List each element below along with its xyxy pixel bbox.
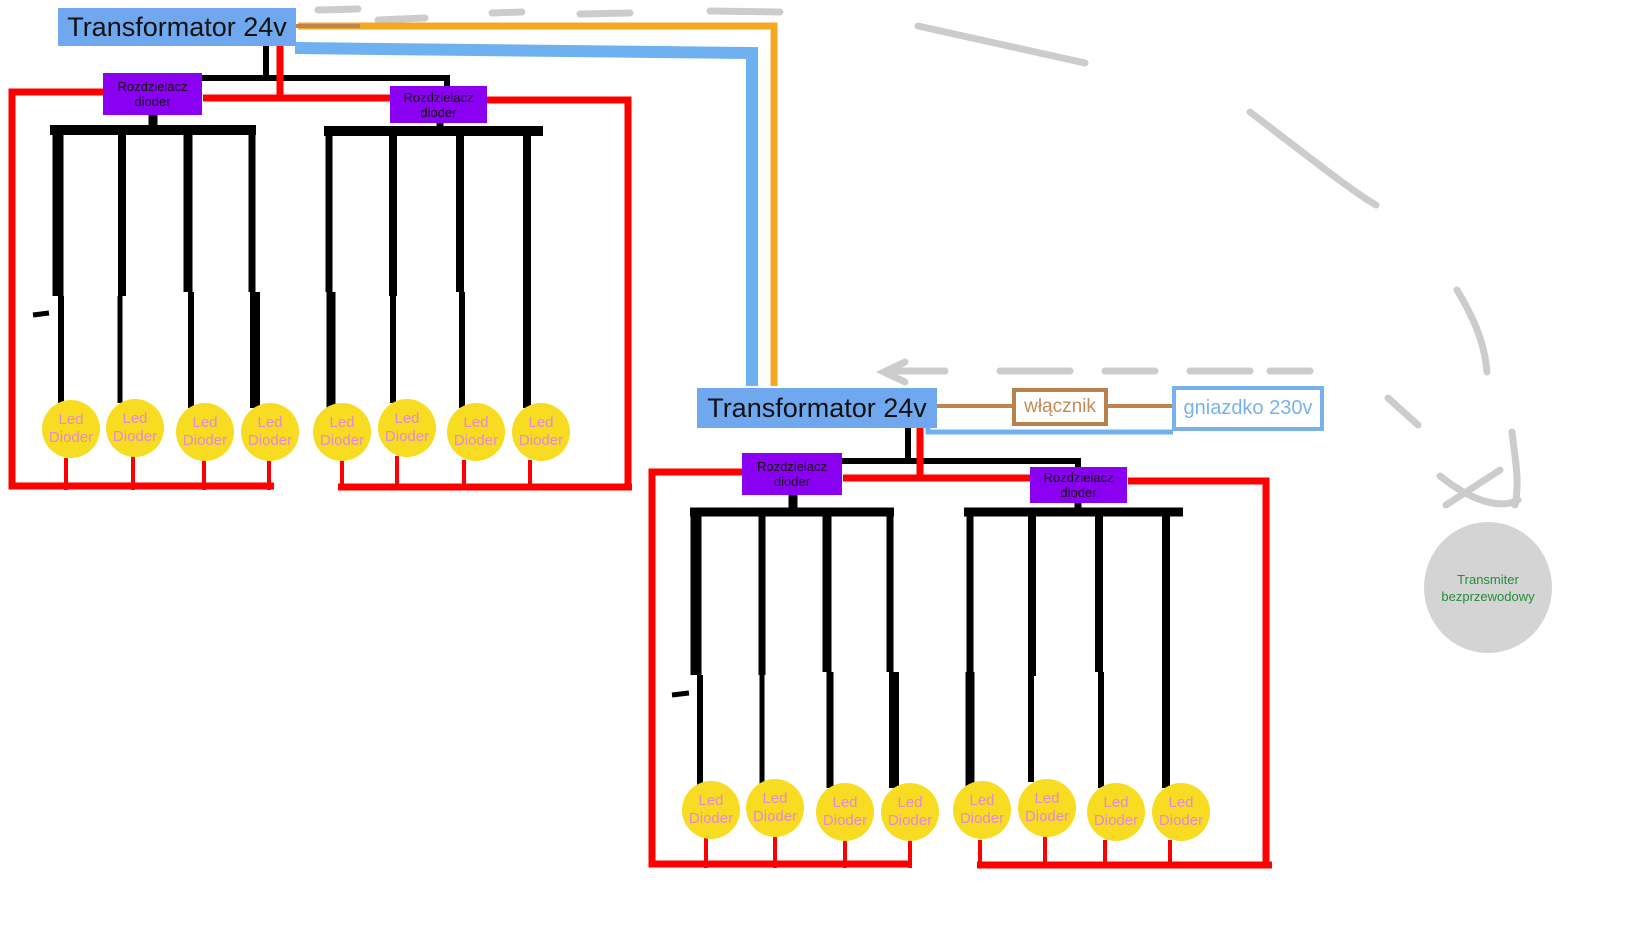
transformer-bottom: Transformator 24v: [697, 388, 937, 428]
led-bottom-6: Led Dioder: [1018, 779, 1076, 837]
bottom-negative-wiring: [671, 428, 1183, 788]
led-top-6: Led Dioder: [378, 399, 436, 457]
led-bottom-8: Led Dioder: [1152, 783, 1210, 841]
splitter-bottom-right: Rozdzielacz dioder: [1030, 467, 1127, 503]
splitter-bottom-left: Rozdzielacz dioder: [742, 453, 842, 495]
led-bottom-4: Led Dioder: [881, 783, 939, 841]
splitter-top-left: Rozdzielacz dioder: [103, 73, 202, 115]
led-bottom-7: Led Dioder: [1087, 783, 1145, 841]
led-top-7: Led Dioder: [447, 403, 505, 461]
led-top-4: Led Dioder: [241, 403, 299, 461]
led-top-3: Led Dioder: [176, 403, 234, 461]
splitter-top-right: Rozdzielacz dioder: [390, 86, 487, 123]
blue-wire: [294, 42, 758, 386]
led-bottom-2: Led Dioder: [746, 779, 804, 837]
led-bottom-3: Led Dioder: [816, 783, 874, 841]
top-negative-wiring: [32, 44, 543, 410]
led-top-5: Led Dioder: [313, 403, 371, 461]
top-positive-wiring: [8, 44, 632, 491]
led-top-8: Led Dioder: [512, 403, 570, 461]
led-bottom-1: Led Dioder: [682, 781, 740, 839]
wireless-transmitter: Transmiter bezprzewodowy: [1424, 522, 1552, 653]
transformer-top: Transformator 24v: [58, 8, 296, 46]
orange-wire: [298, 22, 778, 386]
bottom-positive-wiring: [648, 428, 1272, 869]
led-top-2: Led Dioder: [106, 399, 164, 457]
wireless-signal-lines: [314, 5, 1522, 509]
led-bottom-5: Led Dioder: [953, 781, 1011, 839]
socket-box: gniazdko 230v: [1172, 386, 1324, 431]
switch-box: włącznik: [1012, 388, 1108, 426]
led-top-1: Led Dioder: [42, 400, 100, 458]
